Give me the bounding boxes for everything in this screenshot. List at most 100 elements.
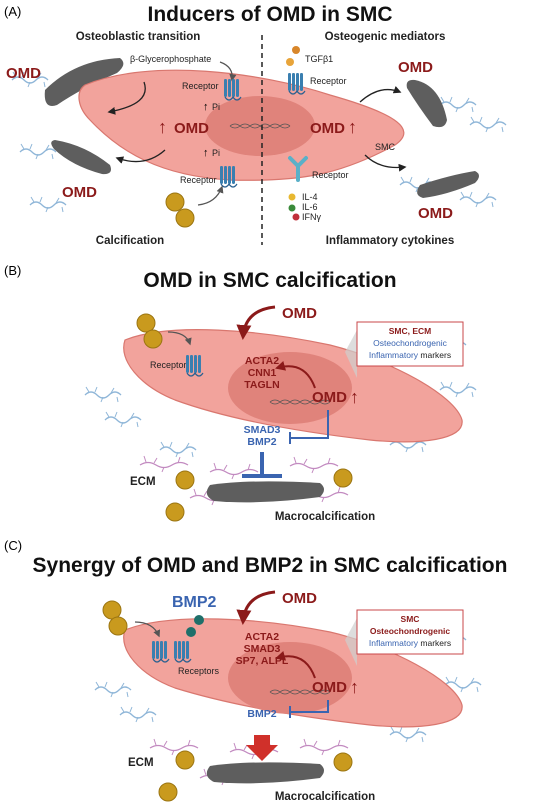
box-line-3: Inflammatory markers	[369, 638, 451, 648]
panel-a-right-heading: Osteogenic mediators	[325, 31, 446, 43]
up-arrow-icon: ↑	[158, 117, 167, 137]
pi-icon	[136, 313, 156, 333]
gene-label: BMP2	[247, 708, 276, 720]
panel-b: (B) OMD in SMC calcification Receptor OM…	[4, 263, 477, 523]
arrow-icon	[364, 154, 407, 172]
omd-label: OMD	[312, 389, 347, 406]
macro-label: Macrocalcification	[275, 511, 375, 523]
arrow-icon	[359, 86, 402, 103]
pi-icon	[108, 616, 128, 636]
panel-b-title: OMD in SMC calcification	[143, 269, 396, 292]
receptor-label: Receptor	[150, 360, 187, 370]
arrow-icon	[275, 360, 316, 389]
pi-icon	[175, 750, 195, 770]
panel-c: (C) Synergy of OMD and BMP2 in SMC calci…	[4, 538, 507, 803]
pi-icon	[143, 329, 163, 349]
pi-icon	[175, 470, 195, 490]
omd-label: OMD	[282, 590, 317, 607]
box-line-2: Osteochondrogenic	[373, 338, 447, 348]
box-line-1: SMC, ECM	[389, 326, 432, 336]
fiber-icon	[289, 456, 339, 474]
omd-label: OMD	[312, 679, 347, 696]
omd-label: OMD	[62, 184, 97, 201]
arrow-icon	[197, 185, 224, 206]
panel-a-left-heading: Osteoblastic transition	[76, 31, 201, 43]
tgf-icon	[292, 46, 300, 54]
fiber-icon	[29, 196, 67, 213]
omd-label: OMD	[282, 305, 317, 322]
ecm-label: ECM	[130, 476, 156, 488]
smc-label: SMC	[375, 142, 396, 152]
panel-c-letter: (C)	[4, 538, 22, 553]
cytokine-label: IL-6	[302, 202, 318, 212]
box-line-3-colored: Inflammatory	[369, 350, 419, 360]
receptor-label: Receptor	[310, 76, 347, 86]
pi-icon	[102, 600, 122, 620]
up-arrow-icon: ↑	[348, 117, 357, 137]
up-arrow-icon: ↑	[203, 101, 209, 113]
ecm-label: ECM	[128, 757, 154, 769]
il6-icon	[288, 204, 296, 212]
ifn-icon	[292, 213, 300, 221]
arrow-icon	[134, 621, 161, 638]
panel-a-bottom-left: Calcification	[96, 235, 164, 247]
box-line-3-colored: Inflammatory	[369, 638, 419, 648]
pi-icon	[333, 752, 353, 772]
macro-label: Macrocalcification	[275, 791, 375, 803]
calcification-deposit	[406, 79, 447, 128]
marker-box	[356, 609, 464, 655]
fiber-icon	[439, 381, 477, 398]
fiber-icon	[439, 96, 477, 113]
calcification-deposit	[417, 171, 479, 198]
inhibition-icon	[289, 410, 329, 444]
panel-a-bottom-right: Inflammatory cytokines	[326, 235, 454, 247]
box-line-2: Osteochondrogenic	[370, 626, 451, 636]
receptor-icon	[219, 165, 238, 188]
inhibition-icon	[289, 700, 329, 718]
callout-pointer	[345, 330, 357, 378]
arrow-icon	[115, 149, 166, 164]
panel-b-letter: (B)	[4, 263, 21, 278]
bmp2-ligand-icon	[194, 615, 204, 625]
cytokine-receptor-icon	[288, 156, 308, 182]
fiber-icon	[94, 681, 132, 698]
receptor-label: Receptor	[180, 175, 217, 185]
inhibition-icon	[242, 452, 282, 478]
marker-box	[356, 321, 464, 367]
il4-icon	[288, 193, 296, 201]
nucleus	[228, 642, 352, 714]
fiber-icon	[469, 116, 507, 133]
gene-label: CNN1	[248, 367, 277, 379]
calcification-deposit	[206, 762, 324, 784]
fiber-icon	[299, 738, 349, 756]
callout-pointer	[345, 618, 357, 666]
pi-icon	[165, 192, 185, 212]
omd-label: OMD	[310, 120, 345, 137]
panel-a-letter: (A)	[4, 4, 21, 19]
fiber-icon	[459, 191, 497, 208]
panel-a: (A) Inducers of OMD in SMC Osteoblastic …	[4, 3, 507, 247]
fiber-icon	[159, 441, 197, 458]
omd-label: OMD	[398, 59, 433, 76]
calcification-deposit	[44, 58, 124, 106]
tgf-icon	[286, 58, 294, 66]
omd-label: OMD	[6, 65, 41, 82]
gene-label: TAGLN	[244, 379, 279, 391]
up-arrow-icon: ↑	[203, 147, 209, 159]
box-line-3: Inflammatory markers	[369, 350, 451, 360]
calcification-deposit	[51, 140, 111, 175]
nucleus	[228, 352, 352, 424]
receptor-label: Receptor	[312, 170, 349, 180]
fiber-icon	[139, 455, 189, 473]
fiber-icon	[19, 143, 57, 160]
bmp2-label: BMP2	[172, 594, 217, 611]
fiber-icon	[389, 726, 427, 743]
panel-c-title: Synergy of OMD and BMP2 in SMC calcifica…	[33, 554, 508, 577]
calcification-deposit	[206, 481, 324, 503]
omd-label: OMD	[418, 205, 453, 222]
pi-icon	[175, 208, 195, 228]
up-arrow-icon: ↑	[350, 677, 359, 697]
arrow-icon	[236, 590, 276, 625]
tgf-label: TGFβ1	[305, 54, 333, 64]
